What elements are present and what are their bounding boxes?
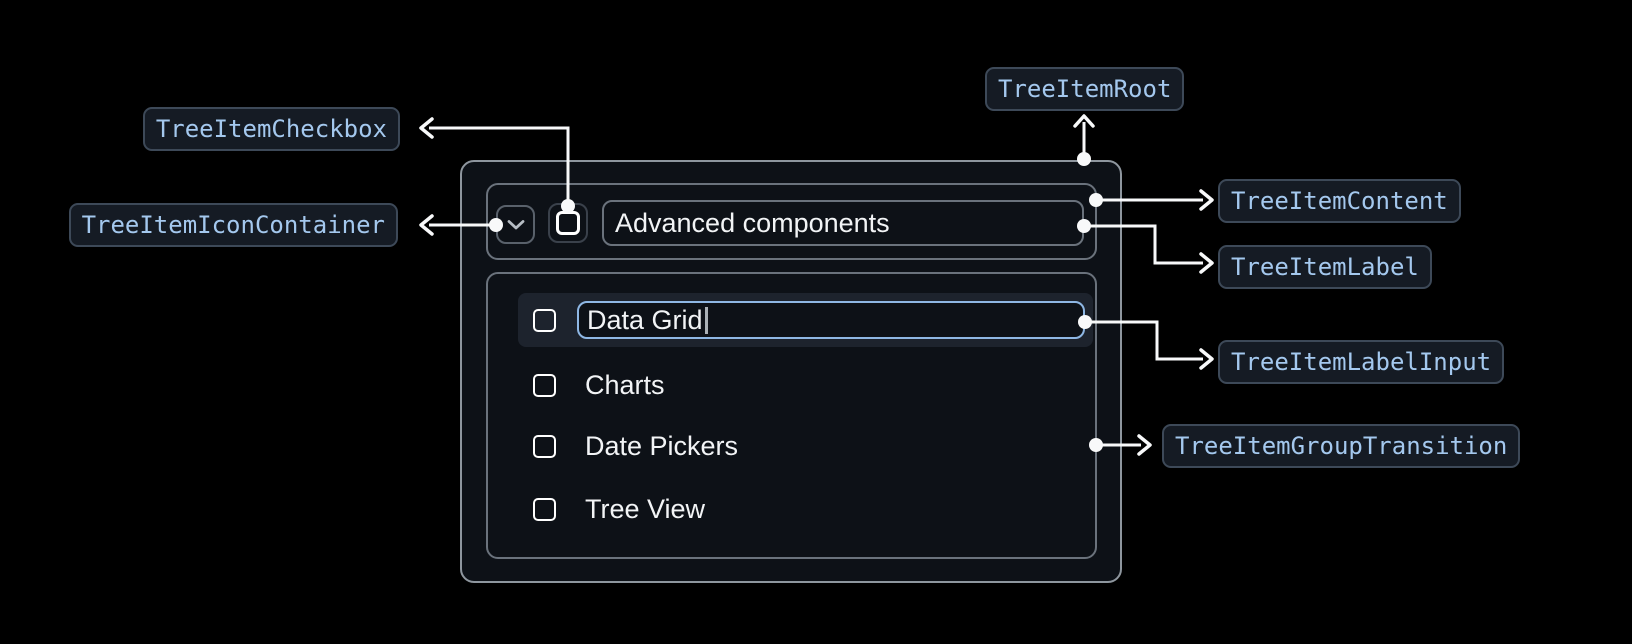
tree-item-group-transition: Data Grid Charts Date Pickers Tree View [486,272,1097,559]
tree-item-label-input[interactable]: Data Grid [577,301,1085,339]
anatomy-badge-tree-item-checkbox: TreeItemCheckbox [142,107,400,151]
anatomy-badge-tree-item-root: TreeItemRoot [985,67,1185,111]
tree-item-content[interactable]: Advanced components [486,183,1097,260]
arrow-left-icon [419,117,434,139]
tree-item-icon-container[interactable] [496,205,535,244]
label-input-value: Data Grid [587,304,703,335]
arrow-right-icon [1199,252,1214,274]
checkbox-unchecked-icon[interactable] [533,373,556,397]
checkbox-unchecked-icon[interactable] [533,497,556,521]
text-caret [704,306,708,334]
tree-item-label-text: Tree View [585,493,706,524]
anatomy-badge-tree-item-content: TreeItemContent [1218,179,1461,223]
parent-label-text: Advanced components [615,207,890,238]
arrow-right-icon [1199,348,1214,370]
tree-item-label: Advanced components [602,200,1084,246]
chevron-down-icon [507,219,524,229]
tree-row-date-pickers[interactable]: Date Pickers [518,419,1093,473]
checkbox-unchecked-icon[interactable] [533,308,556,332]
tree-item-root: Advanced components Data Grid Charts Dat… [460,160,1122,583]
arrow-left-icon [419,214,434,236]
tree-item-label-text: Date Pickers [585,430,739,461]
tree-item-checkbox[interactable] [548,203,588,243]
tree-row-charts[interactable]: Charts [518,358,1093,412]
arrow-right-icon [1199,189,1214,211]
arrow-up-icon [1073,114,1095,128]
tree-item-label-text: Charts [585,369,665,400]
anatomy-badge-tree-item-label-input: TreeItemLabelInput [1218,340,1505,384]
anatomy-badge-tree-item-group-transition: TreeItemGroupTransition [1162,424,1521,468]
checkbox-unchecked-icon [556,211,580,235]
anatomy-badge-tree-item-label: TreeItemLabel [1218,245,1432,289]
arrow-right-icon [1137,434,1152,456]
checkbox-unchecked-icon[interactable] [533,434,556,458]
tree-row-tree-view[interactable]: Tree View [518,482,1093,536]
anatomy-badge-tree-item-icon-container: TreeItemIconContainer [68,203,398,247]
tree-row-data-grid[interactable]: Data Grid [518,293,1093,347]
